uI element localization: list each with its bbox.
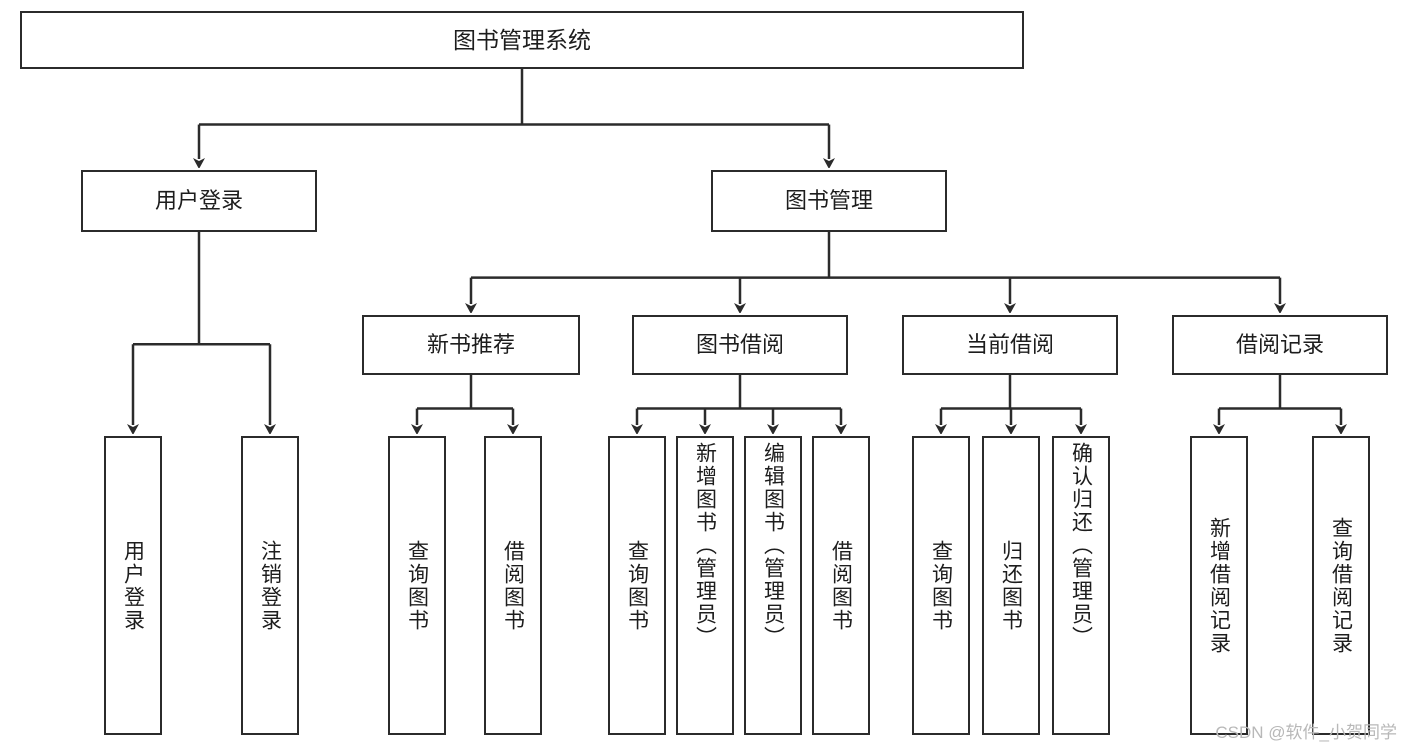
node-label-book-manage: 图书管理 — [784, 188, 873, 214]
node-label-leaf-logout: 注销登录 — [258, 539, 282, 632]
node-label-leaf-confirm-return: 确认归还（管理员） — [1069, 442, 1093, 649]
node-leaf-user-login[interactable]: 用户登录 — [104, 436, 162, 735]
node-label-user-login: 用户登录 — [154, 188, 243, 214]
node-new-book-rec[interactable]: 新书推荐 — [362, 315, 580, 375]
node-leaf-borrow-book[interactable]: 借阅图书 — [812, 436, 870, 735]
node-label-book-borrow: 图书借阅 — [695, 332, 784, 358]
node-leaf-edit-book[interactable]: 编辑图书（管理员） — [744, 436, 802, 735]
node-current-borrow[interactable]: 当前借阅 — [902, 315, 1118, 375]
node-label-new-book-rec: 新书推荐 — [426, 332, 515, 358]
node-label-leaf-add-book: 新增图书（管理员） — [693, 442, 717, 649]
node-label-current-borrow: 当前借阅 — [965, 332, 1054, 358]
node-root[interactable]: 图书管理系统 — [20, 11, 1024, 69]
node-label-borrow-record: 借阅记录 — [1235, 332, 1324, 358]
node-label-leaf-user-login: 用户登录 — [121, 539, 145, 632]
node-label-leaf-add-record: 新增借阅记录 — [1207, 516, 1231, 655]
node-leaf-query-book-rec[interactable]: 查询图书 — [388, 436, 446, 735]
node-book-manage[interactable]: 图书管理 — [711, 170, 947, 232]
node-leaf-query-record[interactable]: 查询借阅记录 — [1312, 436, 1370, 735]
node-label-leaf-query-book-rec: 查询图书 — [405, 539, 429, 632]
watermark-text: CSDN @软件_小贺同学 — [1215, 723, 1397, 742]
node-leaf-query-book-cur[interactable]: 查询图书 — [912, 436, 970, 735]
node-label-leaf-borrow-book-rec: 借阅图书 — [501, 539, 525, 632]
node-leaf-confirm-return[interactable]: 确认归还（管理员） — [1052, 436, 1110, 735]
node-leaf-logout[interactable]: 注销登录 — [241, 436, 299, 735]
node-borrow-record[interactable]: 借阅记录 — [1172, 315, 1388, 375]
node-leaf-return-book[interactable]: 归还图书 — [982, 436, 1040, 735]
node-leaf-add-book[interactable]: 新增图书（管理员） — [676, 436, 734, 735]
node-label-leaf-borrow-book: 借阅图书 — [829, 539, 853, 632]
node-user-login[interactable]: 用户登录 — [81, 170, 317, 232]
node-label-leaf-query-record: 查询借阅记录 — [1329, 516, 1353, 655]
node-label-root: 图书管理系统 — [453, 26, 591, 53]
node-label-leaf-query-book-borrow: 查询图书 — [625, 539, 649, 632]
node-label-leaf-query-book-cur: 查询图书 — [929, 539, 953, 632]
node-label-leaf-return-book: 归还图书 — [999, 539, 1023, 632]
node-label-leaf-edit-book: 编辑图书（管理员） — [761, 442, 785, 649]
node-leaf-add-record[interactable]: 新增借阅记录 — [1190, 436, 1248, 735]
node-leaf-query-book-borrow[interactable]: 查询图书 — [608, 436, 666, 735]
node-leaf-borrow-book-rec[interactable]: 借阅图书 — [484, 436, 542, 735]
node-book-borrow[interactable]: 图书借阅 — [632, 315, 848, 375]
